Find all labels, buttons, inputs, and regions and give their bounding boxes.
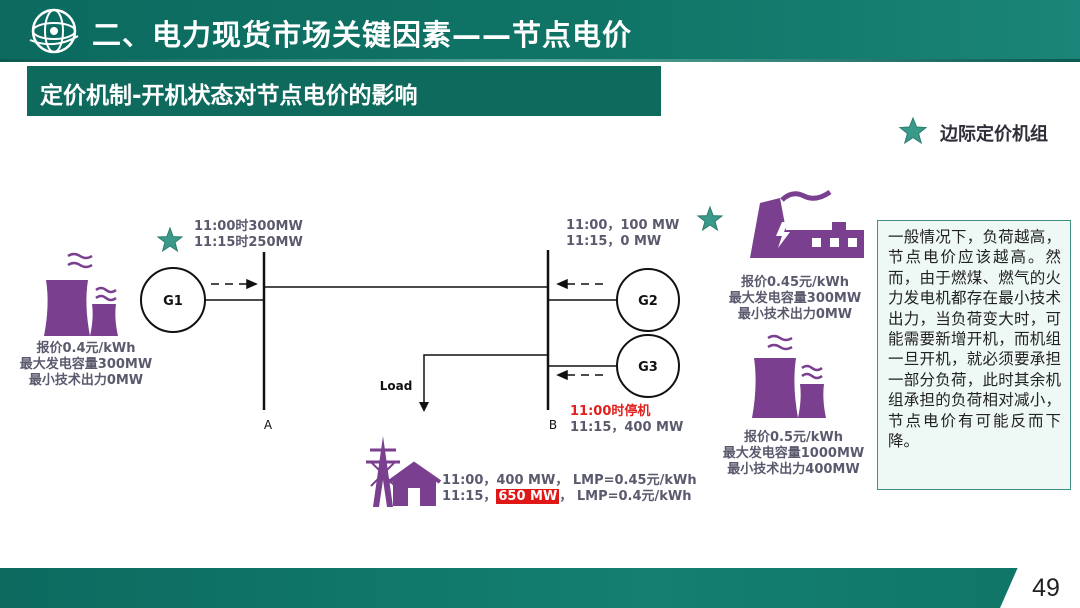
g3-name: G3 <box>638 360 658 375</box>
page-title: 二、电力现货市场关键因素——节点电价 <box>92 18 633 52</box>
legend-star-icon <box>898 116 928 145</box>
bus-b-label: B <box>549 418 557 432</box>
section-subtitle: 定价机制-开机状态对节点电价的影响 <box>40 83 418 109</box>
g1-plant-icon <box>44 252 118 336</box>
load-branch <box>423 354 548 408</box>
g3-output-1100: 11:00时停机 <box>570 404 651 419</box>
g2-min-output: 最小技术出力0MW <box>737 307 853 322</box>
legend-label: 边际定价机组 <box>940 124 1048 145</box>
g2-name: G2 <box>638 294 658 309</box>
load-1100-lmp: ， LMP=0.45元/kWh <box>555 473 697 488</box>
bus-a-label: A <box>264 418 273 432</box>
g3-circle <box>616 334 680 398</box>
page-number: 49 <box>1032 574 1060 602</box>
g1-circle <box>140 267 206 333</box>
g2-price: 报价0.45元/kWh <box>740 275 850 290</box>
g3-plant-icon <box>752 334 826 418</box>
explanation-note: 一般情况下，负荷越高，节点电价应该越高。然而，由于燃煤、燃气的火力发电机都存在最… <box>877 220 1071 490</box>
g2-star-icon <box>696 205 724 232</box>
load-arrowhead <box>419 402 429 412</box>
load-1100-time: 11:00， <box>442 473 497 488</box>
load-1115-lmp: ， LMP=0.4元/kWh <box>559 489 692 504</box>
load-info-1100: 11:00，400 MW， LMP=0.45元/kWh <box>442 473 697 489</box>
g1-name: G1 <box>163 294 183 309</box>
g2-flow-arrow <box>556 278 603 290</box>
g2-plant-icon <box>750 189 864 258</box>
load-1115-time: 11:15， <box>442 489 497 504</box>
load-house-icon <box>366 436 442 507</box>
load-1115-mw: 650 MW <box>496 489 560 504</box>
header-band <box>0 0 1080 62</box>
subtitle-band <box>27 66 661 116</box>
company-logo-icon <box>29 8 79 54</box>
g1-output-1115: 11:15时250MW <box>194 235 303 250</box>
g3-output-1115: 11:15，400 MW <box>570 420 684 435</box>
load-label: Load <box>380 379 413 393</box>
g3-min-output: 最小技术出力400MW <box>727 462 860 477</box>
g1-capacity: 最大发电容量300MW <box>19 357 153 372</box>
g3-flow-arrow <box>556 369 603 381</box>
g1-star-icon <box>156 226 184 253</box>
footer-band <box>0 568 1080 608</box>
load-info-1115: 11:15，650 MW， LMP=0.4元/kWh <box>442 489 692 505</box>
g2-capacity: 最大发电容量300MW <box>728 291 862 306</box>
g2-circle <box>616 268 680 332</box>
g1-min-output: 最小技术出力0MW <box>28 373 144 388</box>
g1-output-1100: 11:00时300MW <box>194 219 303 234</box>
g1-price: 报价0.4元/kWh <box>36 341 136 356</box>
g1-flow-arrow <box>211 278 258 290</box>
g3-price: 报价0.5元/kWh <box>743 430 844 445</box>
g2-output-1100: 11:00，100 MW <box>566 218 680 233</box>
load-1100-mw: 400 MW <box>496 473 556 488</box>
g3-capacity: 最大发电容量1000MW <box>722 446 865 461</box>
g2-output-1115: 11:15，0 MW <box>566 234 662 249</box>
